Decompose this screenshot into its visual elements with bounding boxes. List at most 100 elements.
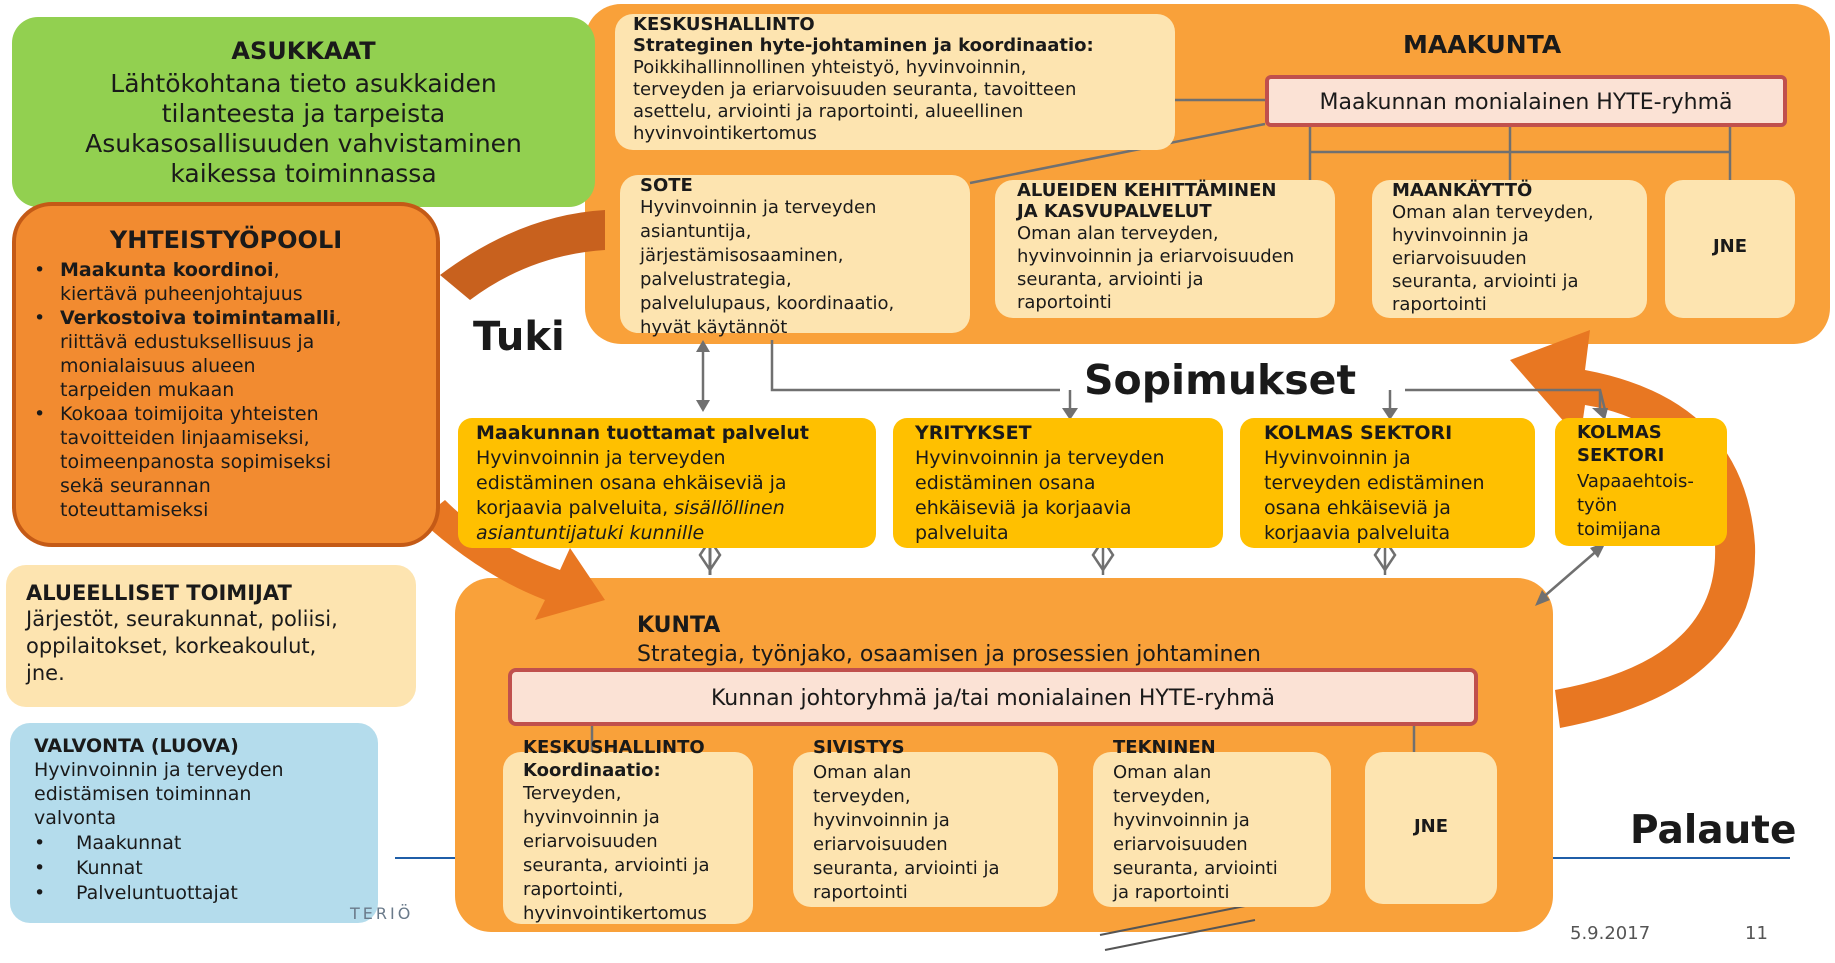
- maankaytto-line-5: raportointi: [1392, 294, 1487, 315]
- yritykset-title: YRITYKSET: [915, 422, 1032, 444]
- tekninen-line-1: Oman alan: [1113, 762, 1212, 783]
- alueiden-title-1: ALUEIDEN KEHITTÄMINEN: [1017, 180, 1277, 201]
- alueiden-line-3: seuranta, arviointi ja: [1017, 269, 1204, 290]
- sote-line-3: järjestämisosaaminen,: [640, 245, 844, 266]
- maakunta-keskushallinto-box: KESKUSHALLINTO Strateginen hyte-johtamin…: [615, 14, 1175, 150]
- mk-keskus-line-4: hyvinvointikertomus: [633, 123, 817, 144]
- kolmas1-line-4: korjaavia palveluita: [1264, 522, 1451, 544]
- ministry-fragment: TERIÖ: [350, 904, 414, 923]
- sivistys-line-3: hyvinvoinnin ja: [813, 810, 950, 831]
- yritykset-line-3: ehkäiseviä ja korjaavia: [915, 497, 1132, 519]
- sote-line-4: palvelustrategia,: [640, 269, 792, 290]
- footer-date: 5.9.2017: [1570, 923, 1651, 944]
- mp-line-1: Hyvinvoinnin ja terveyden: [476, 447, 726, 469]
- maakunta-jne-label: JNE: [1712, 236, 1748, 257]
- sote-title: SOTE: [640, 175, 693, 196]
- alueelliset-title: ALUEELLISET TOIMIJAT: [26, 581, 292, 605]
- kolmas1-line-1: Hyvinvoinnin ja: [1264, 447, 1411, 469]
- valvonta-line-3: valvonta: [34, 807, 117, 829]
- yhteistyopooli-item: •Maakunta koordinoi,kiertävä puheenjohta…: [34, 259, 303, 305]
- kunta-tekninen-box: TEKNINEN Oman alan terveyden, hyvinvoinn…: [1093, 737, 1331, 907]
- sote-line-1: Hyvinvoinnin ja terveyden: [640, 197, 877, 218]
- kolmas1-line-2: terveyden edistäminen: [1264, 472, 1485, 494]
- kunta-title: KUNTA: [637, 613, 721, 638]
- asukkaat-box: ASUKKAAT Lähtökohtana tieto asukkaiden t…: [12, 17, 595, 207]
- footer-page-number: 11: [1745, 923, 1768, 944]
- maankaytto-line-3: eriarvoisuuden: [1392, 248, 1527, 269]
- maakunta-alueiden-box: ALUEIDEN KEHITTÄMINEN JA KASVUPALVELUT O…: [995, 180, 1335, 318]
- mk-keskus-line-2: terveyden ja eriarvoisuuden seuranta, ta…: [633, 79, 1077, 100]
- maankaytto-title: MAANKÄYTTÖ: [1392, 180, 1533, 201]
- valvonta-line-2: edistämisen toiminnan: [34, 783, 252, 805]
- yhteistyopooli-title: YHTEISTYÖPOOLI: [109, 226, 343, 254]
- kolmas2-line-3: toimijana: [1577, 519, 1662, 540]
- yritykset-line-1: Hyvinvoinnin ja terveyden: [915, 447, 1165, 469]
- kunta-connectors: [590, 726, 1416, 752]
- kolmas-sektori-vapaaehtois-box: KOLMAS SEKTORI Vapaaehtois- työn toimija…: [1555, 418, 1727, 546]
- sivistys-line-5: seuranta, arviointi ja: [813, 858, 1000, 879]
- kunta-sivistys-box: SIVISTYS Oman alan terveyden, hyvinvoinn…: [793, 737, 1058, 907]
- stamp-graphic: [1099, 904, 1256, 951]
- maakunta-hyte-group: Maakunnan monialainen HYTE-ryhmä: [1265, 75, 1787, 127]
- kolmas1-line-3: osana ehkäiseviä ja: [1264, 497, 1451, 519]
- kolmas2-title-1: KOLMAS: [1577, 422, 1662, 443]
- asukkaat-line-1: Lähtökohtana tieto asukkaiden: [110, 69, 497, 98]
- kk-line-1: Terveyden,: [523, 783, 622, 804]
- kk-line-5: raportointi,: [523, 879, 624, 900]
- sivistys-title: SIVISTYS: [813, 737, 905, 758]
- yritykset-line-2: edistäminen osana: [915, 472, 1096, 494]
- sopimukset-arrowheads: [1062, 408, 1608, 420]
- yhteistyopooli-box: YHTEISTYÖPOOLI •Maakunta koordinoi,kiert…: [12, 202, 440, 547]
- maakunta-maankaytto-box: MAANKÄYTTÖ Oman alan terveyden, hyvinvoi…: [1372, 180, 1647, 318]
- kolmas2-line-1: Vapaaehtois-: [1577, 471, 1694, 492]
- kunta-keskushallinto-box: KESKUSHALLINTO Koordinaatio: Terveyden, …: [503, 737, 753, 924]
- valvonta-line-1: Hyvinvoinnin ja terveyden: [34, 759, 284, 781]
- sote-line-6: hyvät käytännöt: [640, 317, 788, 338]
- kolmas-sektori-box: KOLMAS SEKTORI Hyvinvoinnin ja terveyden…: [1240, 418, 1535, 548]
- kunta-strategy: Strategia, työnjako, osaamisen ja proses…: [637, 642, 1261, 667]
- alueiden-line-4: raportointi: [1017, 292, 1112, 313]
- kunta-group-label: Kunnan johtoryhmä ja/tai monialainen HYT…: [710, 686, 1276, 711]
- yritykset-line-4: palveluita: [915, 522, 1009, 544]
- mk-keskus-line-1: Poikkihallinnollinen yhteistyö, hyvinvoi…: [633, 57, 1027, 78]
- tekninen-line-6: ja raportointi: [1113, 882, 1230, 903]
- alueiden-title-2: JA KASVUPALVELUT: [1017, 201, 1212, 222]
- maankaytto-line-2: hyvinvoinnin ja: [1392, 225, 1529, 246]
- tuki-label: Tuki: [473, 314, 565, 360]
- kk-line-2: hyvinvoinnin ja: [523, 807, 660, 828]
- maakunta-title: MAAKUNTA: [1403, 30, 1562, 59]
- kk-line-4: seuranta, arviointi ja: [523, 855, 710, 876]
- yritykset-box: YRITYKSET Hyvinvoinnin ja terveyden edis…: [893, 418, 1223, 548]
- yhteistyopooli-item: •Verkostoiva toimintamalli,riittävä edus…: [34, 307, 342, 401]
- maakunta-connectors: [770, 98, 1732, 411]
- alueelliset-line-1: Järjestöt, seurakunnat, poliisi,: [26, 607, 338, 631]
- mp-line-3: korjaavia palveluita, sisällöllinen: [476, 497, 785, 519]
- asukkaat-line-3: Asukasosallisuuden vahvistaminen: [85, 129, 522, 158]
- alueelliset-line-2: oppilaitokset, korkeakoulut,: [26, 634, 317, 658]
- double-arrows: [696, 340, 1606, 606]
- mp-line-2: edistäminen osana ehkäiseviä ja: [476, 472, 787, 494]
- asukkaat-line-4: kaikessa toiminnassa: [170, 159, 437, 188]
- kk-line-3: eriarvoisuuden: [523, 831, 658, 852]
- maakunta-hyte-group-label: Maakunnan monialainen HYTE-ryhmä: [1319, 90, 1733, 115]
- sivistys-line-2: terveyden,: [813, 786, 911, 807]
- sopimukset-label: Sopimukset: [1080, 356, 1361, 405]
- tekninen-line-2: terveyden,: [1113, 786, 1211, 807]
- tuki-arrow-upper: [440, 210, 605, 300]
- maakunta-jne-box: JNE: [1665, 180, 1795, 318]
- sote-line-5: palvelulupaus, koordinaatio,: [640, 293, 895, 314]
- valvonta-box: VALVONTA (LUOVA) Hyvinvoinnin ja terveyd…: [10, 723, 378, 923]
- maankaytto-line-1: Oman alan terveyden,: [1392, 202, 1594, 223]
- alueelliset-line-3: jne.: [26, 661, 65, 685]
- yhteistyopooli-list: •Maakunta koordinoi,kiertävä puheenjohta…: [30, 258, 341, 522]
- valvonta-item: •Kunnat: [34, 857, 143, 879]
- sivistys-line-4: eriarvoisuuden: [813, 834, 948, 855]
- alueiden-line-1: Oman alan terveyden,: [1017, 223, 1219, 244]
- kk-title: KESKUSHALLINTO: [523, 737, 705, 758]
- mp-title: Maakunnan tuottamat palvelut: [476, 422, 810, 444]
- kunta-jne-box: JNE: [1365, 752, 1497, 904]
- valvonta-item: •Palveluntuottajat: [34, 882, 238, 904]
- alueiden-line-2: hyvinvoinnin ja eriarvoisuuden: [1017, 246, 1295, 267]
- maankaytto-line-4: seuranta, arviointi ja: [1392, 271, 1579, 292]
- valvonta-list: •Maakunnat •Kunnat •Palveluntuottajat: [34, 831, 238, 906]
